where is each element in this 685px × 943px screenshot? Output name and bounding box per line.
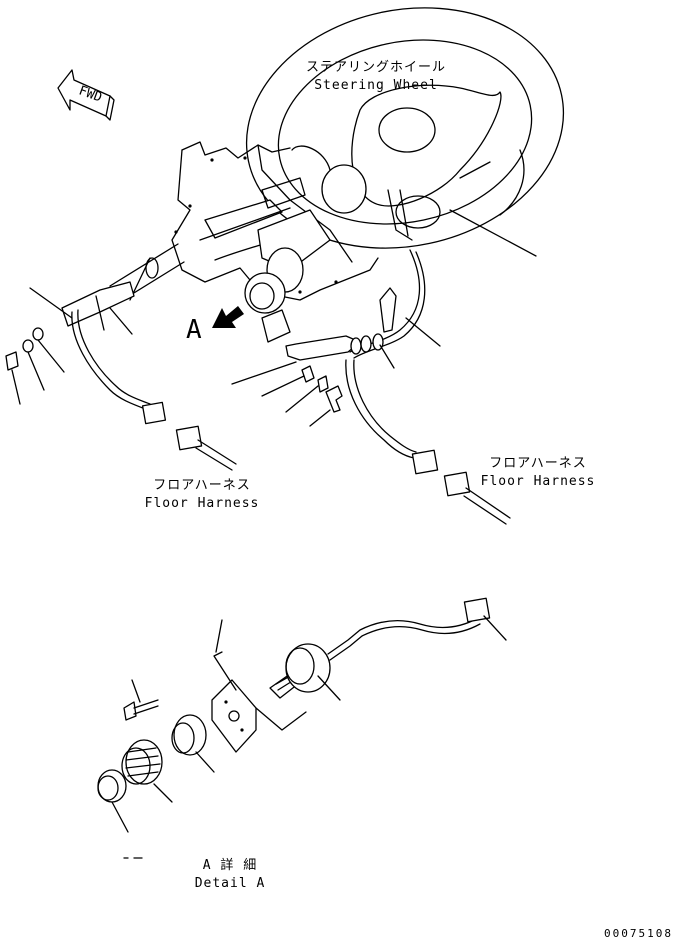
drawing-number: 00075108 (604, 927, 673, 940)
steering-wheel (245, 7, 565, 249)
floor-harness-right-label-jp: フロアハーネス (489, 456, 587, 471)
horn-switch-assembly (244, 247, 304, 343)
detail-a-label-jp: A 詳 細 (202, 858, 258, 873)
leader-lines (449, 161, 537, 257)
view-a-arrow-icon (212, 306, 244, 328)
floor-harness-right-label-en: Floor Harness (480, 474, 596, 489)
floor-harness-left-label-en: Floor Harness (144, 496, 260, 511)
left-clamp-harness (5, 281, 237, 471)
steering-wheel-label-jp: ステアリングホイール (305, 60, 447, 75)
steering-wheel-label-en: Steering Wheel (314, 78, 438, 93)
detail-a-exploded-view (97, 597, 507, 859)
view-a-label: A (186, 315, 202, 345)
detail-a-label-en: Detail A (194, 876, 266, 891)
floor-harness-left-label-jp: フロアハーネス (153, 478, 251, 493)
right-bracket-harness (231, 249, 511, 525)
fwd-arrow-icon: FWD (57, 69, 115, 121)
